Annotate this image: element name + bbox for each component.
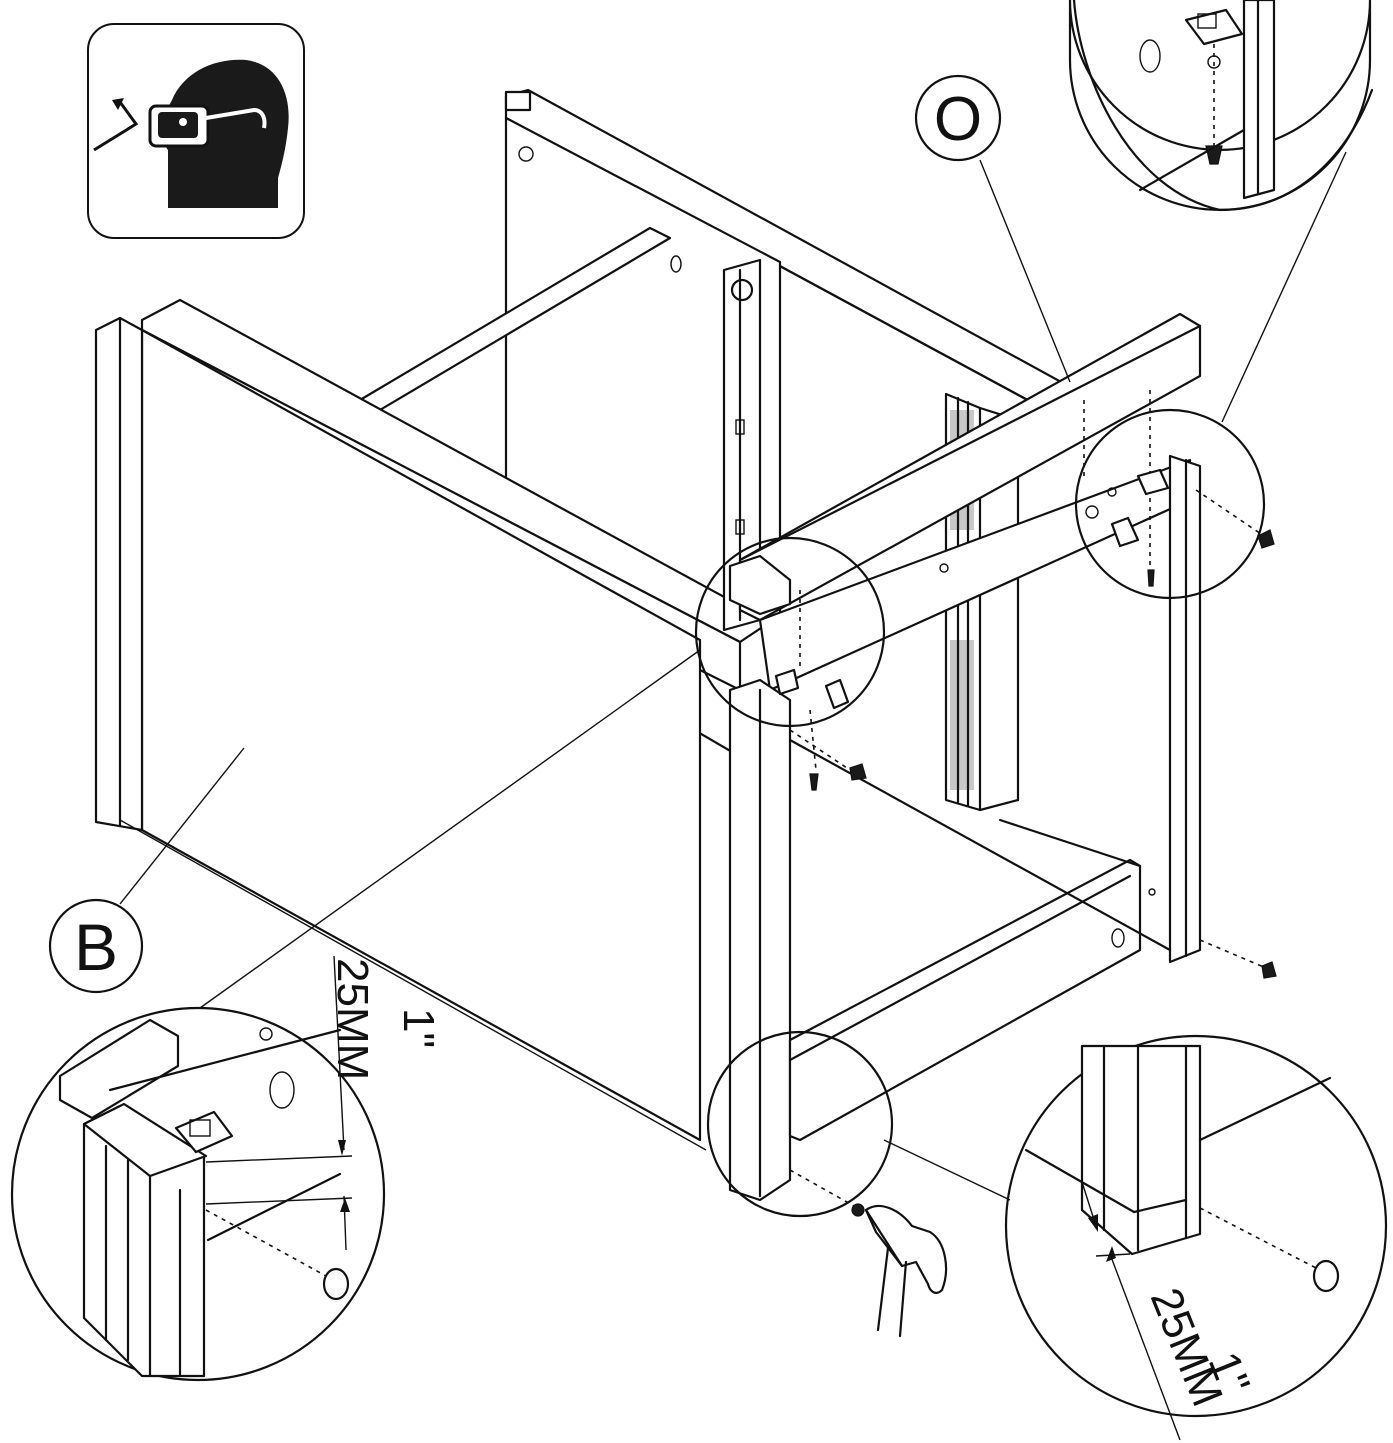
detail-circle-bottom-leg xyxy=(706,1030,894,1218)
safety-glasses-icon xyxy=(87,23,305,239)
front-right-leg xyxy=(1148,454,1202,964)
detail-enlarged-left xyxy=(10,1006,386,1382)
left-side-panel xyxy=(94,298,772,1142)
detail-leader-lines xyxy=(119,151,1347,1201)
detail-circle-front-left-corner xyxy=(694,536,886,728)
left-dimension-mm: 25MM xyxy=(328,958,377,1080)
center-drawer-slide xyxy=(722,258,762,632)
detail-circle-front-right-corner xyxy=(1074,408,1266,600)
bottom-rail xyxy=(788,858,1142,1142)
front-left-leg xyxy=(728,678,792,1202)
part-b-label: B xyxy=(74,910,118,984)
left-dimension: 1" 25MM xyxy=(328,955,443,1251)
detail-enlarged-top-right xyxy=(1068,0,1374,212)
part-o-callout: O xyxy=(914,74,1071,383)
back-right-rail xyxy=(738,312,1202,622)
part-o-label: O xyxy=(934,85,982,154)
part-b-callout: B xyxy=(48,747,245,994)
right-dimension-mm: 25MM xyxy=(1141,1281,1232,1413)
detail-enlarged-right xyxy=(1004,1034,1388,1418)
hammer-icon xyxy=(851,1203,948,1338)
hardware-lines xyxy=(789,390,1277,1207)
left-dimension-inches: 1" xyxy=(394,1008,443,1048)
